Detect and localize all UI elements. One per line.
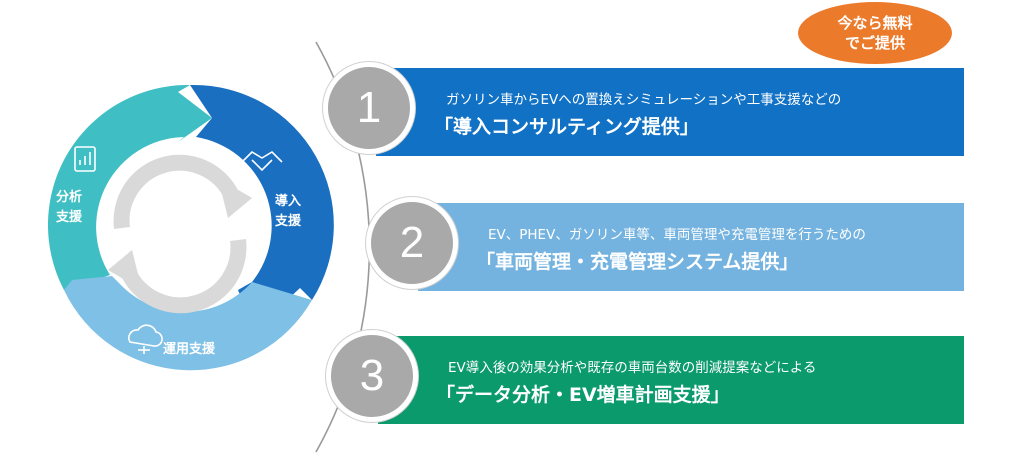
step-number-2: 2 — [366, 197, 458, 289]
step-3-subtitle: EV導入後の効果分析や既存の車両台数の削減提案などによる — [448, 360, 817, 376]
segment-operation-label: 運用支援 — [163, 340, 215, 360]
segment-introduction-label: 導入 支援 — [275, 192, 301, 232]
introduction-label-line2: 支援 — [275, 214, 302, 229]
badge-line1: 今なら無料 — [837, 14, 913, 32]
operation-label-line1: 運用支援 — [163, 342, 216, 357]
segment-analysis-label: 分析 支援 — [56, 188, 82, 228]
segment-analysis — [47, 84, 212, 291]
step-3-title: 「データ分析・EV増車計画支援」 — [436, 384, 730, 406]
inner-arrowhead-top — [218, 178, 252, 218]
analysis-label-line2: 支援 — [56, 210, 83, 225]
cycle-diagram — [47, 84, 334, 371]
step-2-title: 「車両管理・充電管理システム提供」 — [476, 251, 799, 273]
step-band-1: ガソリン車からEVへの置換えシミュレーションや工事支援などの 「導入コンサルティ… — [376, 68, 964, 156]
step-number-3: 3 — [326, 330, 418, 422]
inner-arrowhead-bottom — [108, 250, 142, 290]
step-1-subtitle: ガソリン車からEVへの置換えシミュレーションや工事支援などの — [446, 92, 842, 108]
step-band-2: EV、PHEV、ガソリン車等、車両管理や充電管理を行うための 「車両管理・充電管… — [418, 203, 964, 291]
segment-operation — [64, 276, 312, 371]
handshake-icon — [241, 150, 283, 172]
free-offer-badge: 今なら無料 でご提供 — [798, 2, 952, 64]
introduction-label-line1: 導入 — [275, 194, 302, 209]
segment-introduction — [190, 84, 334, 330]
step-2-subtitle: EV、PHEV、ガソリン車等、車両管理や充電管理を行うための — [488, 227, 866, 243]
report-chart-icon — [74, 146, 96, 172]
inner-arrow-top — [113, 154, 240, 229]
step-band-3: EV導入後の効果分析や既存の車両台数の削減提案などによる 「データ分析・EV増車… — [378, 336, 964, 424]
analysis-label-line1: 分析 — [56, 190, 83, 205]
inner-arrow-bottom — [120, 239, 247, 314]
step-number-1: 1 — [323, 62, 415, 154]
badge-line2: でご提供 — [844, 34, 905, 52]
cloud-monitor-icon — [128, 324, 163, 354]
step-1-title: 「導入コンサルティング提供」 — [434, 116, 699, 138]
